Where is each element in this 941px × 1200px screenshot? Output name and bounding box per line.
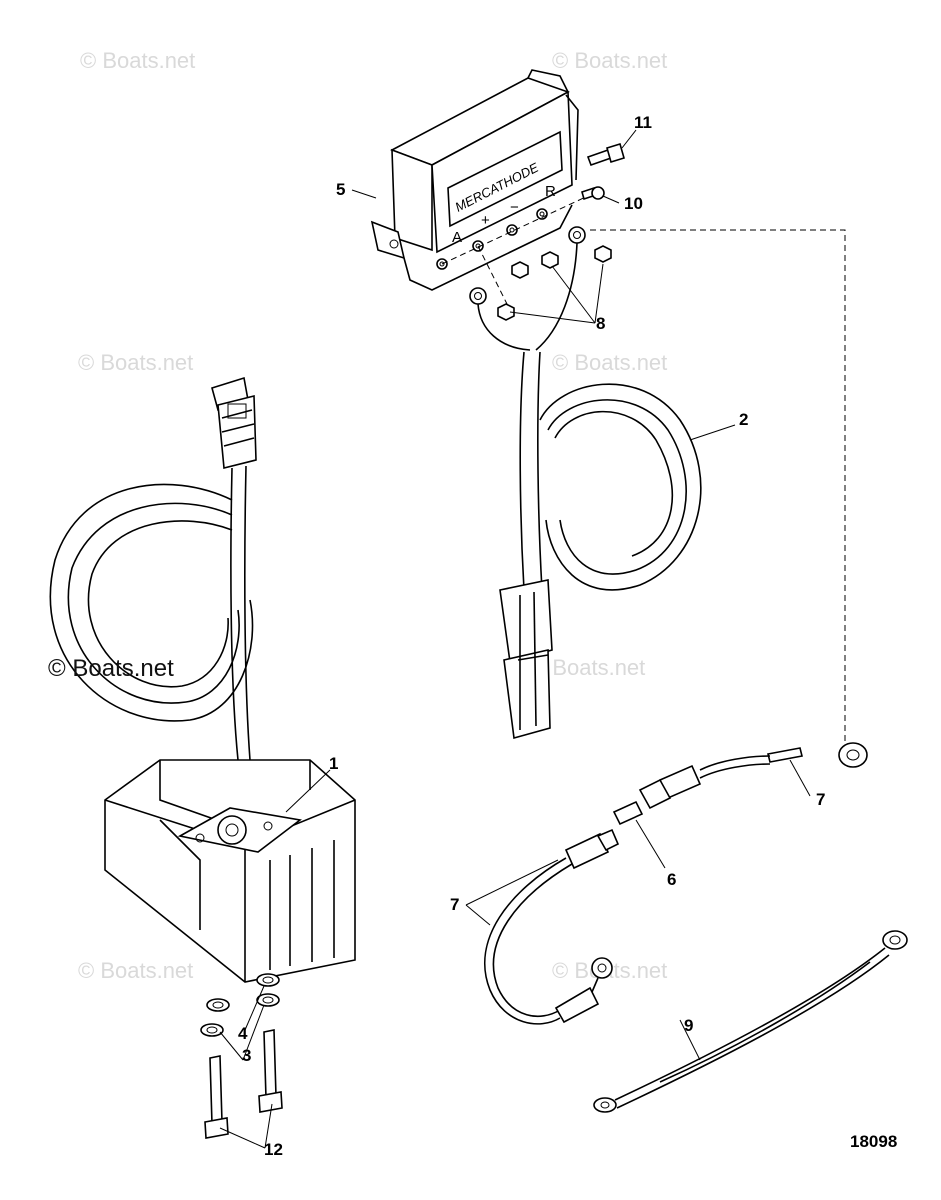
wire-harness-2 bbox=[469, 226, 702, 740]
watermark: © Boats.net bbox=[552, 48, 668, 73]
leader-lines bbox=[219, 129, 811, 1149]
callout-2: 2 bbox=[739, 410, 749, 429]
callout-10: 10 bbox=[624, 194, 643, 213]
mercathode-module: MERCATHODE A + − R bbox=[370, 69, 591, 311]
screw-10 bbox=[581, 186, 605, 201]
callout-7: 7 bbox=[816, 790, 826, 809]
callout-7: 7 bbox=[450, 895, 460, 914]
callout-3: 3 bbox=[242, 1046, 252, 1065]
watermark: © Boats.net bbox=[552, 350, 668, 375]
callout-4: 4 bbox=[238, 1024, 248, 1043]
watermark: © Boats.net bbox=[80, 48, 196, 73]
callout-1: 1 bbox=[329, 754, 339, 773]
terminal-minus-label: − bbox=[510, 199, 519, 216]
dashed-connection-line bbox=[590, 229, 846, 742]
callout-9: 9 bbox=[684, 1016, 694, 1035]
callout-6: 6 bbox=[667, 870, 677, 889]
terminal-plus-label: + bbox=[481, 212, 490, 229]
terminal-r-label: R bbox=[545, 183, 556, 200]
callout-5: 5 bbox=[336, 180, 346, 199]
callout-8: 8 bbox=[596, 314, 606, 333]
callout-11: 11 bbox=[634, 113, 652, 132]
fuse-6 bbox=[612, 800, 644, 826]
fuse-lead-7 bbox=[484, 742, 868, 1025]
drawing-number: 18098 bbox=[850, 1132, 898, 1151]
callout-12: 12 bbox=[264, 1140, 283, 1159]
nuts-8 bbox=[497, 245, 612, 321]
watermark: © Boats.net bbox=[78, 350, 194, 375]
washers-and-bolts bbox=[200, 973, 283, 1139]
terminal-a-label: A bbox=[452, 229, 462, 246]
watermark: © Boats.net bbox=[48, 655, 174, 682]
ground-strap-9 bbox=[593, 930, 908, 1113]
sensor-bracket-1 bbox=[49, 376, 356, 983]
screw-11 bbox=[586, 142, 625, 167]
watermark: © Boats.net bbox=[78, 958, 194, 983]
terminal-studs bbox=[436, 208, 548, 270]
